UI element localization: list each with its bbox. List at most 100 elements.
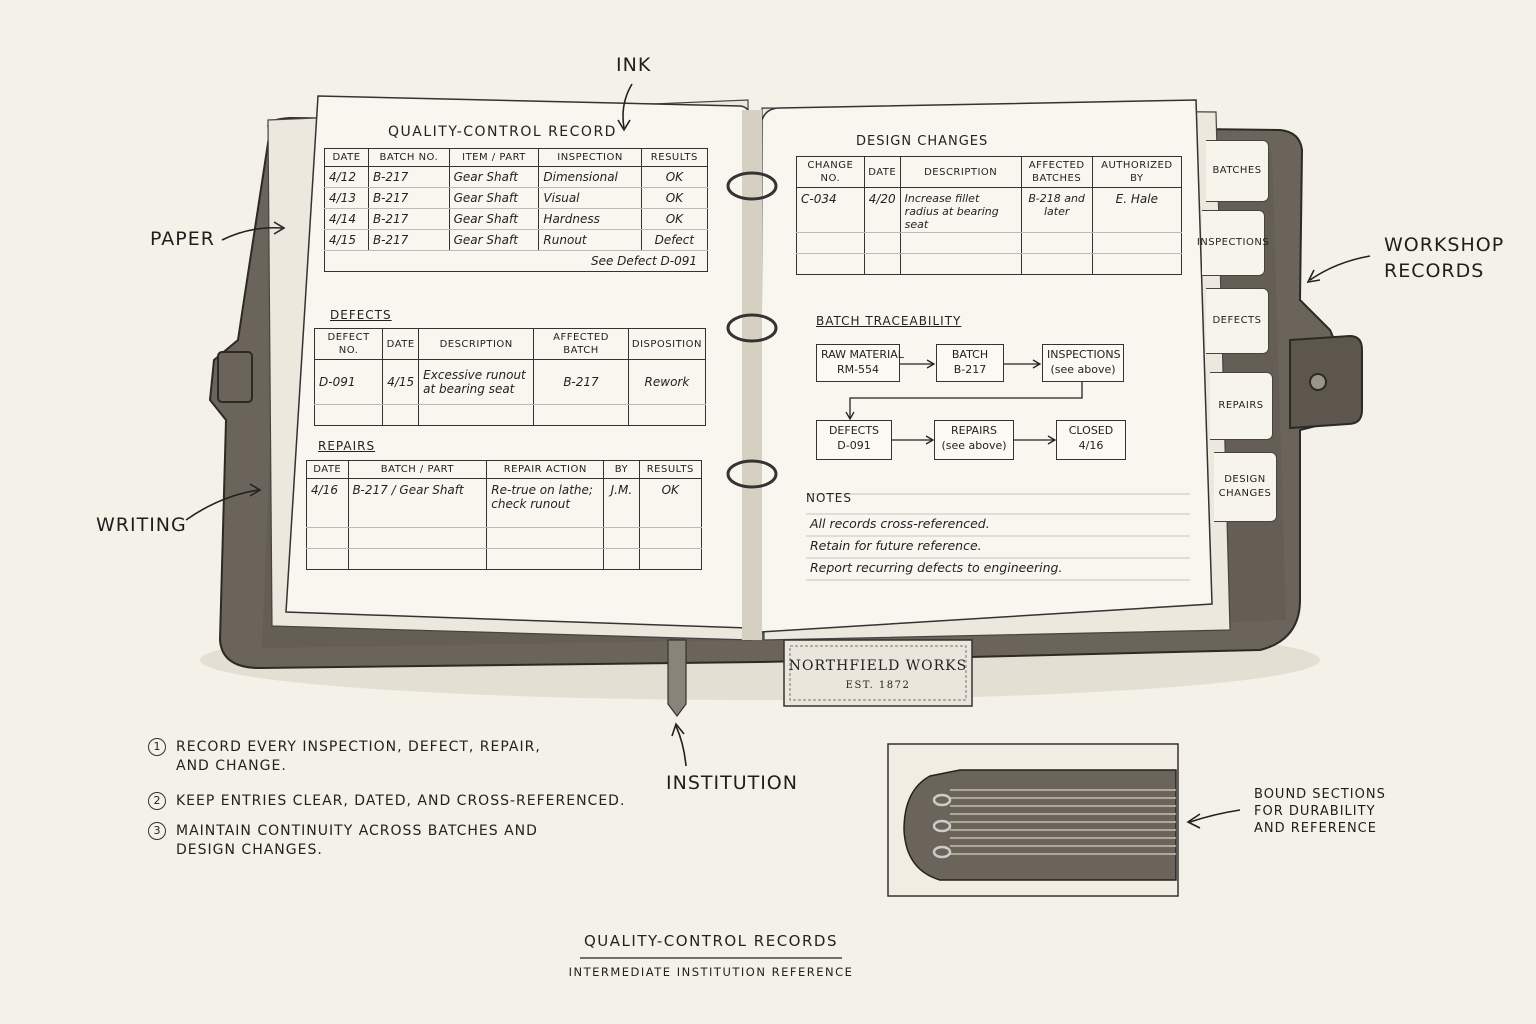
defects-header: AFFECTED BATCH bbox=[533, 328, 629, 360]
defects-cell: B-217 bbox=[533, 359, 629, 405]
callout-paper: PAPER bbox=[150, 228, 215, 250]
defects-cell: Rework bbox=[627, 359, 707, 405]
list-item: 1 RECORD EVERY INSPECTION, DEFECT, REPAIR… bbox=[148, 738, 541, 776]
table-row bbox=[306, 548, 703, 570]
label-plate bbox=[783, 639, 973, 707]
callout-institution: INSTITUTION bbox=[666, 772, 798, 794]
table-row bbox=[306, 527, 703, 549]
design-cell: E. Hale bbox=[1091, 187, 1183, 233]
qc-cell: B-217 bbox=[368, 187, 450, 209]
flow-defects: DEFECTS D-091 bbox=[816, 420, 892, 460]
repairs-title: REPAIRS bbox=[318, 439, 376, 453]
tab-batches[interactable]: BATCHES bbox=[1206, 140, 1269, 202]
defects-header: DESCRIPTION bbox=[418, 328, 535, 360]
repairs-cell: OK bbox=[638, 478, 703, 528]
design-header: CHANGE NO. bbox=[796, 156, 865, 188]
table-row: 4/16 B-217 / Gear Shaft Re-true on lathe… bbox=[306, 478, 703, 528]
qc-header: RESULTS bbox=[640, 148, 709, 167]
notes-title: NOTES bbox=[806, 491, 852, 505]
design-cell: C-034 bbox=[796, 187, 865, 233]
repairs-header: BATCH / PART bbox=[347, 460, 488, 479]
defects-cell: D-091 bbox=[313, 359, 384, 405]
step-number: 1 bbox=[148, 738, 166, 756]
table-row: D-091 4/15 Excessive runout at bearing s… bbox=[313, 359, 707, 405]
defects-header: DISPOSITION bbox=[627, 328, 707, 360]
qc-cell: 4/12 bbox=[323, 166, 370, 188]
qc-cell: Gear Shaft bbox=[448, 187, 540, 209]
qc-cell: B-217 bbox=[368, 229, 450, 251]
defects-cell: 4/15 bbox=[382, 359, 420, 405]
qc-header: DATE bbox=[323, 148, 370, 167]
plate-established: EST. 1872 bbox=[845, 680, 911, 691]
step-text: KEEP ENTRIES CLEAR, DATED, AND CROSS-REF… bbox=[176, 793, 626, 809]
qc-cell: Visual bbox=[538, 187, 642, 209]
bookmark-ribbon bbox=[667, 639, 687, 717]
notes-line: Report recurring defects to engineering. bbox=[810, 560, 1063, 575]
design-cell: B-218 and later bbox=[1020, 187, 1093, 233]
snap-button bbox=[1309, 373, 1327, 391]
repairs-header: REPAIR ACTION bbox=[486, 460, 605, 479]
table-row: C-034 4/20 Increase fillet radius at bea… bbox=[796, 187, 1183, 233]
qc-cell: Gear Shaft bbox=[448, 166, 540, 188]
qc-cell: OK bbox=[640, 166, 709, 188]
design-cell: 4/20 bbox=[863, 187, 901, 233]
qc-cell: B-217 bbox=[368, 166, 450, 188]
repairs-header: BY bbox=[603, 460, 640, 479]
qc-cell: 4/13 bbox=[323, 187, 370, 209]
table-row bbox=[796, 232, 1183, 254]
qc-cell: Gear Shaft bbox=[448, 229, 540, 251]
table-row: 4/14 B-217 Gear Shaft Hardness OK bbox=[323, 208, 709, 230]
design-changes-title: DESIGN CHANGES bbox=[856, 134, 989, 149]
repairs-cell: 4/16 bbox=[306, 478, 349, 528]
callout-bound-sections: BOUND SECTIONS FOR DURABILITY AND REFERE… bbox=[1254, 787, 1386, 836]
design-header: AUTHORIZED BY bbox=[1091, 156, 1183, 188]
tab-inspections[interactable]: INSPECTIONS bbox=[1197, 210, 1269, 276]
qc-cell: Gear Shaft bbox=[448, 208, 540, 230]
defects-title: DEFECTS bbox=[330, 308, 392, 322]
qc-cell: Hardness bbox=[538, 208, 642, 230]
design-changes-table: CHANGE NO. DATE DESCRIPTION AFFECTED BAT… bbox=[796, 156, 1183, 275]
qc-header: INSPECTION bbox=[538, 148, 642, 167]
callout-workshop-records: WORKSHOP RECORDS bbox=[1384, 234, 1505, 282]
traceability-title: BATCH TRACEABILITY bbox=[816, 314, 962, 328]
repairs-cell: J.M. bbox=[603, 478, 640, 528]
qc-record-title: QUALITY-CONTROL RECORD bbox=[388, 124, 617, 140]
callout-ink: INK bbox=[616, 54, 652, 76]
defects-header: DATE bbox=[382, 328, 420, 360]
design-header: DESCRIPTION bbox=[899, 156, 1022, 188]
flow-repairs: REPAIRS (see above) bbox=[934, 420, 1014, 460]
repairs-table: DATE BATCH / PART REPAIR ACTION BY RESUL… bbox=[306, 460, 703, 570]
qc-header: BATCH NO. bbox=[368, 148, 450, 167]
table-row: 4/13 B-217 Gear Shaft Visual OK bbox=[323, 187, 709, 209]
flow-inspections: INSPECTIONS (see above) bbox=[1042, 344, 1124, 382]
flow-raw-material: RAW MATERIAL RM-554 bbox=[816, 344, 904, 382]
qc-cell: OK bbox=[640, 187, 709, 209]
repairs-cell: B-217 / Gear Shaft bbox=[347, 478, 488, 528]
notes-line: All records cross-referenced. bbox=[810, 516, 990, 531]
qc-cell: Runout bbox=[538, 229, 642, 251]
tab-repairs[interactable]: REPAIRS bbox=[1210, 372, 1273, 440]
step-number: 2 bbox=[148, 792, 166, 810]
qc-cell: OK bbox=[640, 208, 709, 230]
step-text: RECORD EVERY INSPECTION, DEFECT, REPAIR,… bbox=[176, 739, 541, 774]
plate-name: NORTHFIELD WORKS bbox=[788, 658, 968, 674]
flow-closed: CLOSED 4/16 bbox=[1056, 420, 1126, 460]
design-cell: Increase fillet radius at bearing seat bbox=[899, 187, 1022, 233]
qc-table: DATE BATCH NO. ITEM / PART INSPECTION RE… bbox=[323, 148, 709, 272]
binder-rings bbox=[726, 171, 778, 489]
qc-cell: Dimensional bbox=[538, 166, 642, 188]
design-header: AFFECTED BATCHES bbox=[1020, 156, 1093, 188]
tab-design-changes[interactable]: DESIGN CHANGES bbox=[1214, 452, 1277, 522]
qc-header: ITEM / PART bbox=[448, 148, 540, 167]
table-row: 4/12 B-217 Gear Shaft Dimensional OK bbox=[323, 166, 709, 188]
repairs-header: DATE bbox=[306, 460, 349, 479]
qc-cell: Defect bbox=[640, 229, 709, 251]
repairs-header: RESULTS bbox=[638, 460, 703, 479]
table-row: 4/15 B-217 Gear Shaft Runout Defect bbox=[323, 229, 709, 251]
notes-line: Retain for future reference. bbox=[810, 538, 982, 553]
callout-arrows bbox=[185, 83, 1371, 829]
tab-defects[interactable]: DEFECTS bbox=[1206, 288, 1269, 354]
qc-cell: 4/14 bbox=[323, 208, 370, 230]
